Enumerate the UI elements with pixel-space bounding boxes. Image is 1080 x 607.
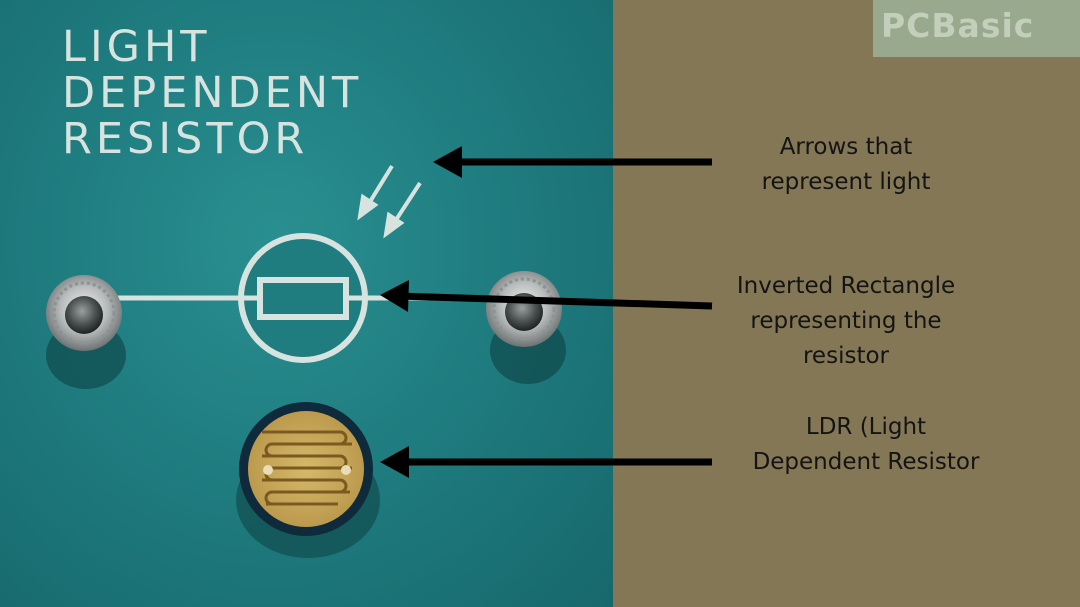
caption-line: represent light [761, 169, 931, 195]
ldr-board-photo: LIGHT DEPENDENT RESISTOR [0, 0, 613, 607]
board-title-line: RESISTOR [62, 114, 309, 164]
caption-ldr-component: LDR (Light Dependent Resistor [736, 410, 996, 480]
pointer-arrow-resistor [380, 280, 713, 312]
board-title-line: DEPENDENT [62, 68, 363, 118]
board-artwork [46, 164, 566, 558]
caption-line: Inverted Rectangle [736, 273, 956, 299]
caption-resistor-symbol: Inverted Rectangle representing the resi… [720, 269, 972, 374]
board-title: LIGHT DEPENDENT RESISTOR [62, 24, 362, 162]
caption-line: LDR (Light [805, 414, 927, 440]
board-title-line: LIGHT [62, 22, 211, 72]
caption-line: Arrows that [779, 134, 913, 160]
caption-line: resistor [802, 343, 889, 369]
pcbasic-logo: PCBasic [873, 0, 1080, 57]
caption-light-arrows: Arrows that represent light [740, 130, 952, 200]
light-arrow-icon [357, 164, 422, 239]
caption-line: representing the [750, 308, 942, 334]
logo-text: PCBasic [881, 6, 1035, 45]
caption-line: Dependent Resistor [752, 449, 980, 475]
pointer-arrow-light [433, 146, 712, 178]
left-terminal [46, 275, 126, 389]
pointer-arrow-ldr [380, 446, 712, 478]
ldr-photocell [236, 402, 380, 558]
